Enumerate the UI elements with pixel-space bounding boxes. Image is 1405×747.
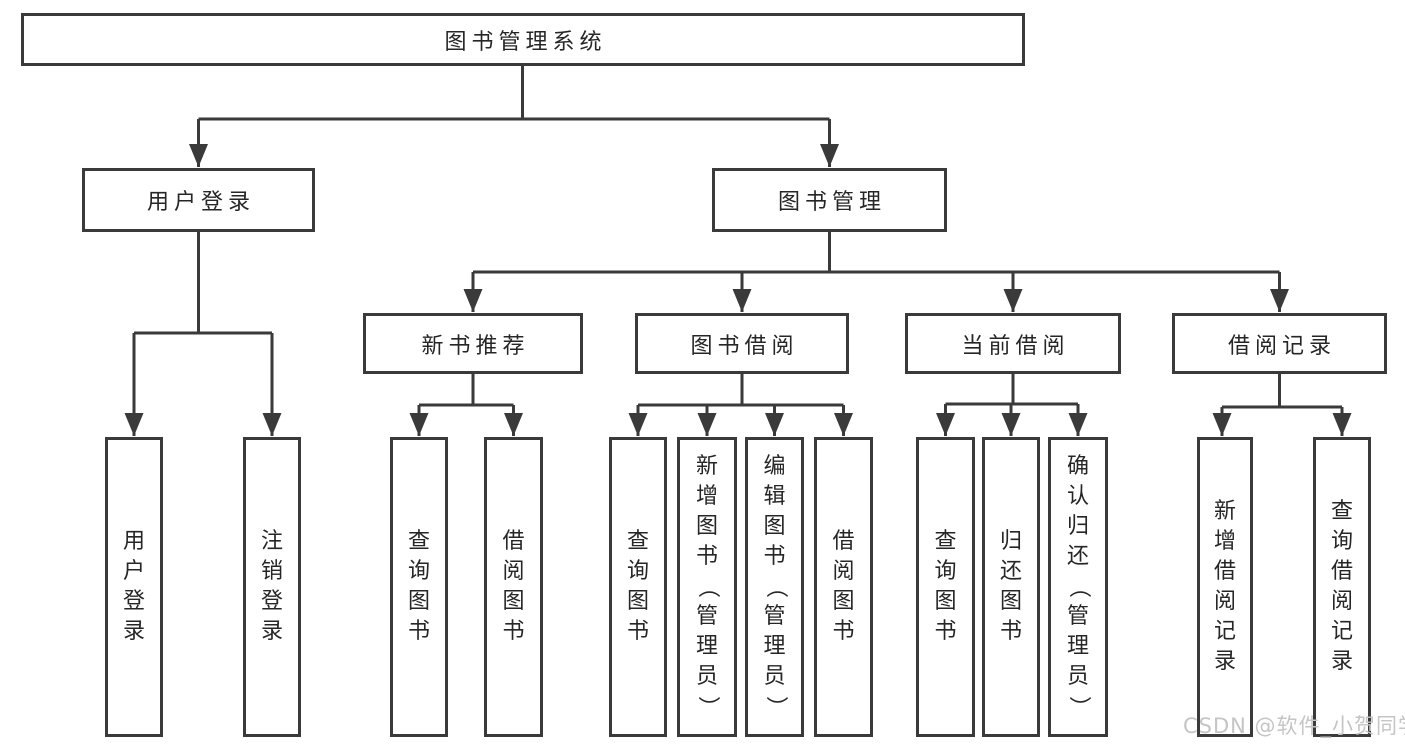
node-root: 图书管理系统 (21, 13, 1025, 66)
node-book-borrow: 图书借阅 (635, 313, 849, 374)
leaf-query-book-current-label: 查询图书 (934, 529, 957, 644)
leaf-query-book-current: 查询图书 (916, 437, 975, 737)
leaf-user-login: 用户登录 (105, 437, 163, 737)
node-book-borrow-label: 图书借阅 (690, 333, 799, 359)
leaf-query-book-borrow: 查询图书 (609, 437, 667, 737)
leaf-borrow-book-recommend: 借阅图书 (484, 437, 543, 737)
node-root-label: 图书管理系统 (444, 29, 607, 55)
node-new-book-recommend-label: 新书推荐 (421, 333, 530, 359)
leaf-confirm-return-admin: 确认归还（管理员） (1048, 437, 1108, 737)
node-new-book-recommend: 新书推荐 (363, 313, 583, 374)
leaf-borrow-book-recommend-label: 借阅图书 (502, 529, 525, 644)
node-book-management-label: 图书管理 (777, 190, 886, 215)
node-book-management: 图书管理 (712, 168, 947, 232)
leaf-query-book-recommend: 查询图书 (390, 437, 448, 737)
leaf-return-book-label: 归还图书 (999, 529, 1022, 644)
node-user-login-label: 用户登录 (146, 190, 255, 215)
leaf-add-borrow-record-label: 新增借阅记录 (1213, 499, 1236, 674)
leaf-add-book-admin: 新增图书（管理员） (677, 437, 737, 737)
node-current-borrow: 当前借阅 (905, 313, 1121, 374)
leaf-confirm-return-admin-label: 确认归还（管理员） (1066, 454, 1091, 718)
leaf-add-book-admin-label: 新增图书（管理员） (695, 454, 720, 718)
leaf-user-login-label: 用户登录 (122, 529, 145, 644)
leaf-return-book: 归还图书 (982, 437, 1040, 737)
leaf-borrow-book-label: 借阅图书 (832, 529, 855, 644)
node-user-login: 用户登录 (82, 168, 315, 232)
leaf-add-borrow-record: 新增借阅记录 (1197, 437, 1253, 737)
leaf-edit-book-admin: 编辑图书（管理员） (745, 437, 804, 737)
leaf-query-borrow-record: 查询借阅记录 (1313, 437, 1371, 737)
node-borrow-record-label: 借阅记录 (1227, 333, 1336, 359)
node-borrow-record: 借阅记录 (1172, 313, 1387, 374)
leaf-query-book-recommend-label: 查询图书 (407, 529, 430, 644)
leaf-edit-book-admin-label: 编辑图书（管理员） (762, 454, 788, 718)
leaf-logout: 注销登录 (243, 437, 301, 737)
leaf-borrow-book: 借阅图书 (814, 437, 873, 737)
node-current-borrow-label: 当前借阅 (961, 333, 1070, 359)
leaf-logout-label: 注销登录 (260, 529, 283, 644)
watermark: CSDN @软件_小贺同学 (1183, 714, 1405, 738)
leaf-query-book-borrow-label: 查询图书 (626, 529, 649, 644)
leaf-query-borrow-record-label: 查询借阅记录 (1330, 499, 1353, 674)
